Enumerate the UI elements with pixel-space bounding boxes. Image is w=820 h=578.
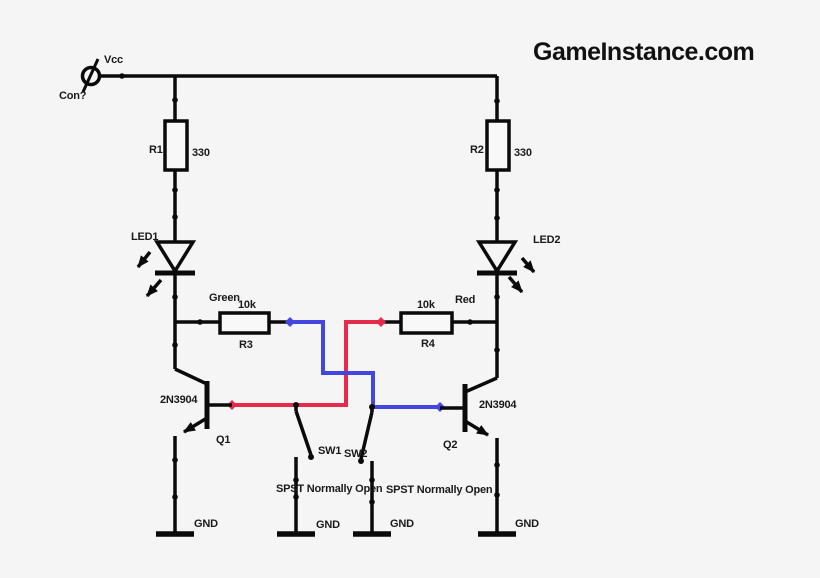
ground-sw2: GND bbox=[353, 518, 414, 537]
switch-lever bbox=[359, 411, 374, 460]
gnd-label: GND bbox=[390, 518, 414, 530]
transistor-emitter-lead bbox=[183, 416, 208, 434]
junction-dot bbox=[369, 499, 375, 505]
junction-dot bbox=[369, 477, 375, 483]
transistor-q2: 2N3904 Q2 bbox=[440, 376, 518, 533]
junction-dot bbox=[293, 477, 299, 483]
junction-dot bbox=[172, 97, 178, 103]
resistor-body bbox=[218, 311, 271, 335]
r4-wire-note-label: Red bbox=[455, 294, 475, 306]
sw2-type-label: SPST Normally Open bbox=[386, 484, 493, 496]
r2-name-label: R2 bbox=[470, 144, 484, 156]
resistor-r2: R2 330 bbox=[470, 119, 532, 172]
q2-part-label: 2N3904 bbox=[479, 399, 517, 411]
vcc-label: Vcc bbox=[104, 54, 123, 66]
ground-sw1: GND bbox=[277, 519, 340, 537]
gnd-label: GND bbox=[515, 518, 539, 530]
junction-dot bbox=[494, 98, 500, 104]
wire-red-feedback bbox=[232, 320, 381, 407]
watermark-text: GameInstance.com bbox=[533, 38, 754, 66]
connector-label: Con? bbox=[59, 90, 87, 102]
sw1-type-label: SPST Normally Open bbox=[276, 483, 383, 495]
q1-part-label: 2N3904 bbox=[160, 394, 198, 406]
resistor-r4: Red 10k R4 bbox=[399, 294, 475, 350]
junction-dot bbox=[172, 214, 178, 220]
switch-sw1: SW1 SPST Normally Open bbox=[276, 405, 383, 533]
vcc-connector-symbol bbox=[80, 58, 102, 93]
q1-name-label: Q1 bbox=[216, 434, 230, 446]
sw1-name-label: SW1 bbox=[318, 445, 341, 457]
ground-q2: GND bbox=[478, 518, 539, 537]
sw2-name-label: SW2 bbox=[344, 448, 367, 460]
wires bbox=[100, 74, 499, 378]
junction-dot bbox=[494, 492, 500, 498]
r3-value-label: 10k bbox=[238, 299, 257, 311]
junction-dot bbox=[467, 319, 473, 325]
junction-dot bbox=[172, 342, 178, 348]
resistor-body bbox=[163, 119, 189, 172]
junction-dot bbox=[293, 402, 299, 408]
junction-dot bbox=[172, 494, 178, 500]
junction-dot bbox=[369, 404, 375, 410]
led-emission-arrow-icon bbox=[136, 250, 152, 269]
r3-name-label: R3 bbox=[239, 339, 253, 351]
junction-dot bbox=[119, 73, 125, 79]
led2-symbol: LED2 bbox=[475, 234, 561, 294]
red-wire-end-marker bbox=[376, 317, 386, 327]
junction-dot bbox=[293, 494, 299, 500]
junction-dot bbox=[494, 462, 500, 468]
junction-dot bbox=[172, 187, 178, 193]
q2-name-label: Q2 bbox=[443, 439, 457, 451]
transistor-collector-lead bbox=[174, 367, 208, 386]
junction-dot bbox=[494, 347, 500, 353]
connector-slash-icon bbox=[81, 58, 100, 93]
led-triangle-icon bbox=[153, 240, 197, 275]
junction-dot bbox=[172, 457, 178, 463]
gnd-label: GND bbox=[194, 518, 218, 530]
r3-wire-note-label: Green bbox=[209, 292, 240, 304]
junction-dot bbox=[494, 187, 500, 193]
junction-dot bbox=[494, 294, 500, 300]
r2-value-label: 330 bbox=[514, 147, 532, 159]
transistor-q1: 2N3904 Q1 bbox=[160, 367, 232, 533]
junction-dot bbox=[197, 319, 203, 325]
wire-blue-feedback bbox=[290, 320, 440, 409]
resistor-r3: Green 10k R3 bbox=[209, 292, 271, 351]
led-emission-arrow-icon bbox=[145, 278, 163, 298]
led-emission-arrow-icon bbox=[520, 256, 536, 274]
resistor-body bbox=[485, 119, 511, 172]
switch-contact-dot bbox=[358, 458, 364, 464]
resistor-r1: R1 330 bbox=[149, 119, 210, 172]
led-triangle-icon bbox=[475, 240, 519, 275]
junction-dot bbox=[172, 294, 178, 300]
gnd-label: GND bbox=[316, 519, 340, 531]
r1-value-label: 330 bbox=[192, 147, 210, 159]
blue-wire-end-marker bbox=[285, 317, 295, 327]
ground-q1: GND bbox=[156, 518, 218, 537]
r4-name-label: R4 bbox=[421, 338, 436, 350]
transistor-collector-lead bbox=[464, 376, 498, 394]
led-emission-arrow-icon bbox=[507, 275, 524, 294]
led1-symbol: LED1 bbox=[131, 231, 197, 298]
r1-name-label: R1 bbox=[149, 144, 163, 156]
junction-dot bbox=[494, 215, 500, 221]
led1-label: LED1 bbox=[131, 231, 158, 243]
r4-value-label: 10k bbox=[417, 299, 436, 311]
led2-label: LED2 bbox=[533, 234, 560, 246]
switch-lever bbox=[294, 410, 313, 456]
switch-contact-dot bbox=[308, 454, 314, 460]
junction-dots bbox=[119, 73, 500, 505]
transistor-emitter-lead bbox=[464, 419, 489, 437]
resistor-body bbox=[399, 311, 454, 335]
